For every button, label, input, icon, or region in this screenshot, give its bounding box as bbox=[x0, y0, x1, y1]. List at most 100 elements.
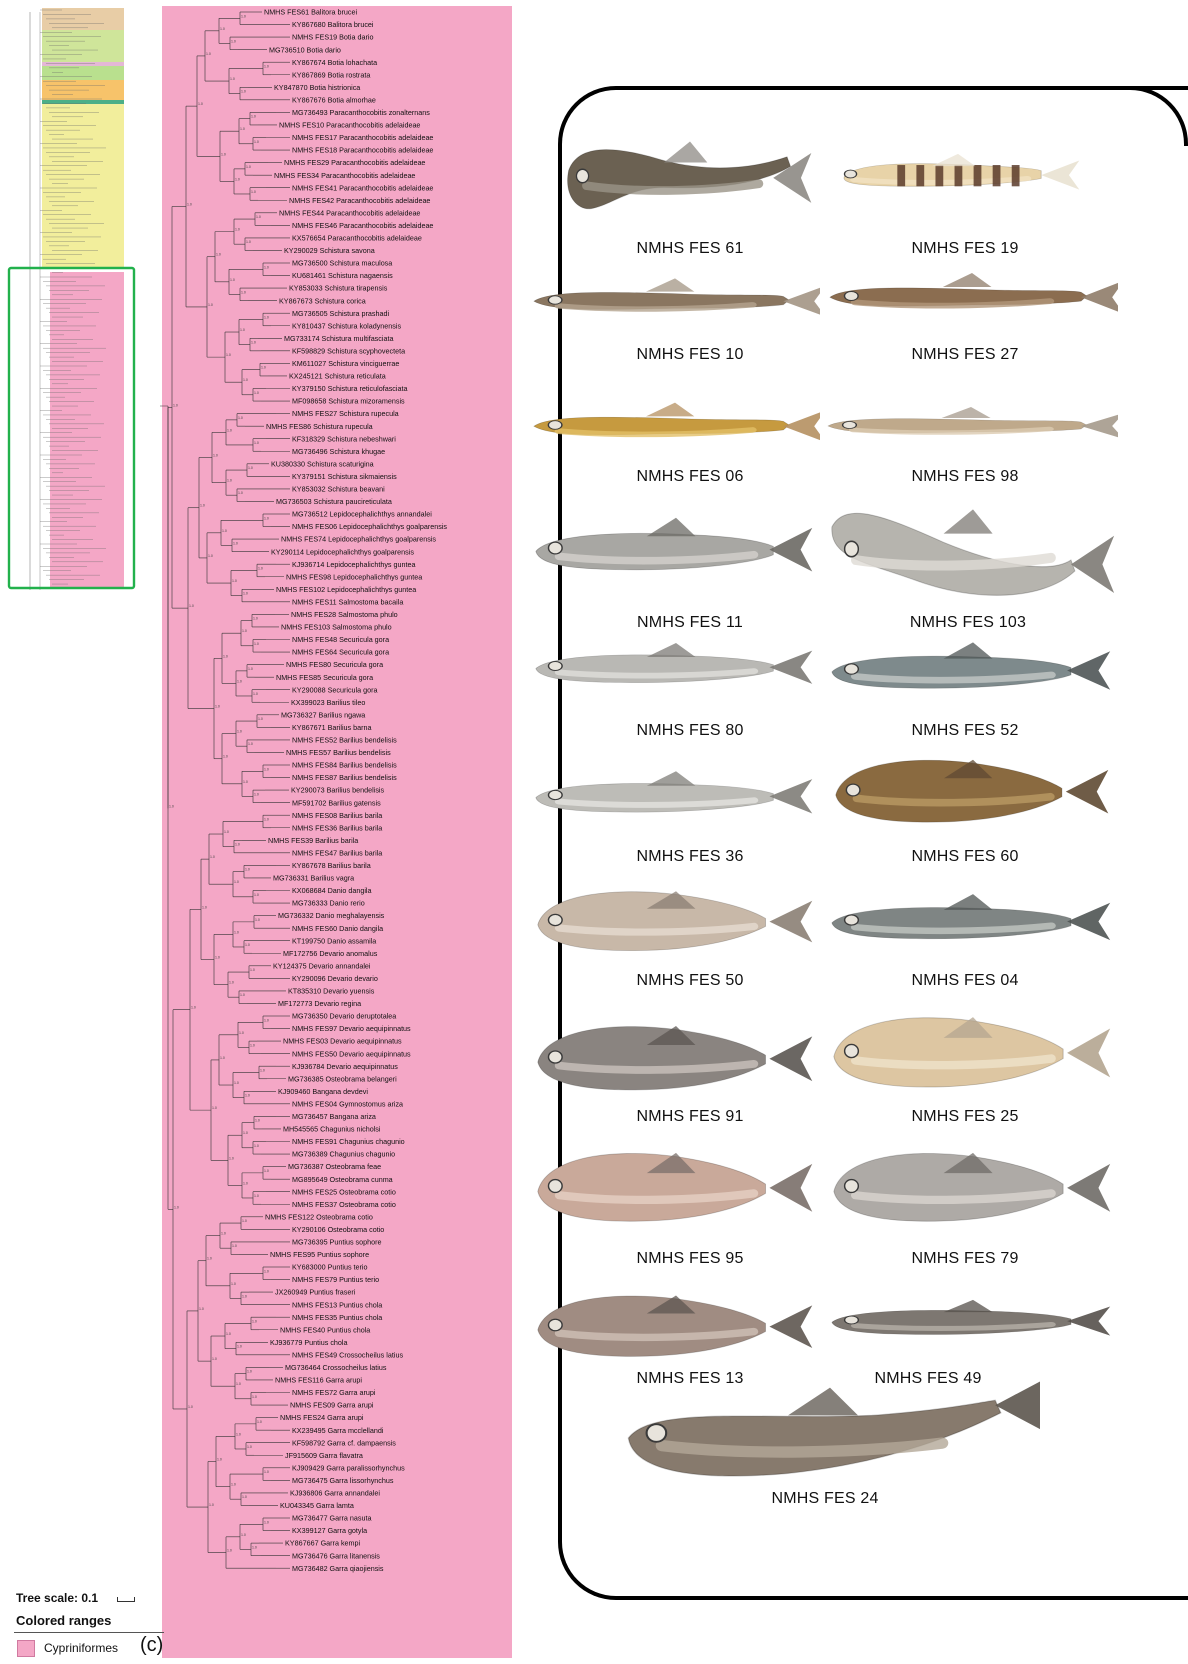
tip-label: JX260949 Puntius fraseri bbox=[275, 1288, 356, 1297]
bootstrap-value: 1.0 bbox=[257, 1420, 262, 1424]
specimen-label: NMHS FES 98 bbox=[911, 468, 1018, 486]
bootstrap-value: 1.0 bbox=[243, 1181, 248, 1185]
tip-label: MG736387 Osteobrama feae bbox=[288, 1162, 381, 1171]
bootstrap-value: 1.0 bbox=[264, 315, 269, 319]
tip-label: NMHS FES103 Salmostoma phulo bbox=[281, 623, 392, 632]
legend-divider bbox=[14, 1632, 164, 1633]
tip-label: KY867673 Schistura corica bbox=[279, 296, 366, 305]
tip-label: KY683000 Puntius terio bbox=[292, 1263, 368, 1272]
tip-label: NMHS FES49 Crossocheilus latius bbox=[292, 1350, 403, 1359]
tip-label: NMHS FES116 Garra arupi bbox=[275, 1376, 362, 1385]
specimen-photo bbox=[620, 1370, 1040, 1496]
bootstrap-value: 1.0 bbox=[260, 1068, 265, 1072]
tip-label: MH545565 Chagunius nicholsi bbox=[283, 1125, 381, 1134]
specimen-photo bbox=[530, 1014, 822, 1100]
bootstrap-value: 1.0 bbox=[248, 667, 253, 671]
fish-dorsal-fin bbox=[932, 154, 975, 166]
tip-label: NMHS FES91 Chagunius chagunio bbox=[292, 1137, 405, 1146]
fish-band bbox=[993, 165, 1001, 186]
tip-label: KY867678 Barilius barila bbox=[292, 861, 371, 870]
tip-label: NMHS FES27 Schistura rupecula bbox=[292, 409, 399, 418]
fish-tail bbox=[783, 286, 820, 317]
tip-label: KT835310 Devario yuensis bbox=[288, 987, 375, 996]
bootstrap-value: 1.0 bbox=[242, 1294, 247, 1298]
bootstrap-value: 1.0 bbox=[253, 617, 258, 621]
tip-label: JF915609 Garra flavatra bbox=[285, 1451, 363, 1460]
bootstrap-value: 1.0 bbox=[253, 692, 258, 696]
specimen-photo bbox=[530, 634, 822, 698]
tip-label: KJ909429 Garra paralissorhynchus bbox=[292, 1463, 405, 1472]
fish-tail bbox=[1071, 536, 1114, 593]
bootstrap-value: 1.0 bbox=[264, 1169, 269, 1173]
specimen-photo bbox=[826, 1140, 1120, 1232]
bootstrap-value: 1.0 bbox=[215, 956, 220, 960]
bootstrap-value: 1.0 bbox=[230, 77, 235, 81]
bootstrap-value: 1.0 bbox=[258, 717, 263, 721]
bootstrap-value: 1.0 bbox=[235, 228, 240, 232]
bootstrap-value: 1.0 bbox=[198, 102, 203, 106]
mini-color-range bbox=[42, 66, 124, 80]
bootstrap-value: 1.0 bbox=[227, 479, 232, 483]
tip-label: NMHS FES85 Securicula gora bbox=[276, 673, 373, 682]
bootstrap-value: 1.0 bbox=[229, 1156, 234, 1160]
bootstrap-value: 1.0 bbox=[208, 303, 213, 307]
fish-eye bbox=[845, 1044, 859, 1057]
bootstrap-value: 1.0 bbox=[234, 1081, 239, 1085]
fish-body bbox=[538, 1296, 766, 1356]
bootstrap-value: 1.0 bbox=[212, 1357, 217, 1361]
bootstrap-value: 1.0 bbox=[206, 52, 211, 56]
tip-label: KU043345 Garra lamta bbox=[280, 1501, 354, 1510]
specimen-photo bbox=[826, 494, 1120, 604]
bootstrap-value: 1.0 bbox=[217, 1458, 222, 1462]
tip-label: NMHS FES122 Osteobrama cotio bbox=[265, 1212, 373, 1221]
tip-label: NMHS FES80 Securicula gora bbox=[286, 660, 383, 669]
fish-eye bbox=[548, 296, 562, 304]
specimen-label: NMHS FES 50 bbox=[636, 972, 743, 990]
bootstrap-value: 1.0 bbox=[236, 1432, 241, 1436]
bootstrap-value: 1.0 bbox=[240, 328, 245, 332]
bootstrap-value: 1.0 bbox=[255, 1119, 260, 1123]
bootstrap-value: 1.0 bbox=[241, 1533, 246, 1537]
bootstrap-value: 1.0 bbox=[240, 127, 245, 131]
tip-label: NMHS FES72 Garra arupi bbox=[292, 1388, 376, 1397]
fish-band bbox=[1012, 165, 1020, 186]
bootstrap-value: 1.0 bbox=[243, 780, 248, 784]
bootstrap-value: 1.0 bbox=[224, 830, 229, 834]
specimen-photo bbox=[530, 270, 820, 330]
bootstrap-value: 1.0 bbox=[254, 441, 259, 445]
specimen-label: NMHS FES 04 bbox=[911, 972, 1018, 990]
fish-dorsal-fin bbox=[664, 141, 707, 162]
bootstrap-value: 1.0 bbox=[238, 416, 243, 420]
tip-label: MG736332 Danio meghalayensis bbox=[278, 911, 385, 920]
bootstrap-value: 1.0 bbox=[264, 64, 269, 68]
fish-dorsal-fin bbox=[788, 1388, 858, 1416]
fish-eye bbox=[548, 421, 562, 430]
fish-eye bbox=[647, 1424, 667, 1442]
tip-label: KY867667 Garra kempi bbox=[285, 1539, 361, 1548]
bootstrap-value: 1.0 bbox=[254, 1194, 259, 1198]
tip-label: MG736493 Paracanthocobitis zonalternans bbox=[292, 108, 430, 117]
fish-body bbox=[538, 1153, 766, 1221]
tip-label: MG736503 Schistura paucireticulata bbox=[276, 497, 392, 506]
tip-label: KX239495 Garra mcclellandi bbox=[292, 1426, 384, 1435]
tip-label: MG895649 Osteobrama cunma bbox=[292, 1175, 393, 1184]
bootstrap-value: 1.0 bbox=[264, 1018, 269, 1022]
fish-eye bbox=[844, 292, 858, 301]
fish-tail bbox=[1067, 1307, 1110, 1336]
bootstrap-value: 1.0 bbox=[220, 27, 225, 31]
specimen-photo bbox=[530, 880, 822, 960]
fish-tail bbox=[769, 528, 812, 572]
tip-label: MG736477 Garra nasuta bbox=[292, 1514, 372, 1523]
specimen-label: NMHS FES 60 bbox=[911, 848, 1018, 866]
bootstrap-value: 1.0 bbox=[242, 1219, 247, 1223]
specimen-photo bbox=[826, 264, 1118, 328]
bootstrap-value: 1.0 bbox=[187, 203, 192, 207]
bootstrap-value: 1.0 bbox=[254, 792, 259, 796]
tip-label: KJ936784 Devario aequipinnatus bbox=[292, 1062, 398, 1071]
tip-label: KM611027 Schistura vinciguerrae bbox=[292, 359, 399, 368]
tip-label: NMHS FES35 Puntius chola bbox=[292, 1313, 382, 1322]
bootstrap-value: 1.0 bbox=[231, 1282, 236, 1286]
tip-label: NMHS FES40 Puntius chola bbox=[280, 1325, 370, 1334]
clade-legend-label: Cypriniformes bbox=[44, 1641, 118, 1655]
tip-label: NMHS FES41 Paracanthocobitis adelaideae bbox=[292, 183, 433, 192]
